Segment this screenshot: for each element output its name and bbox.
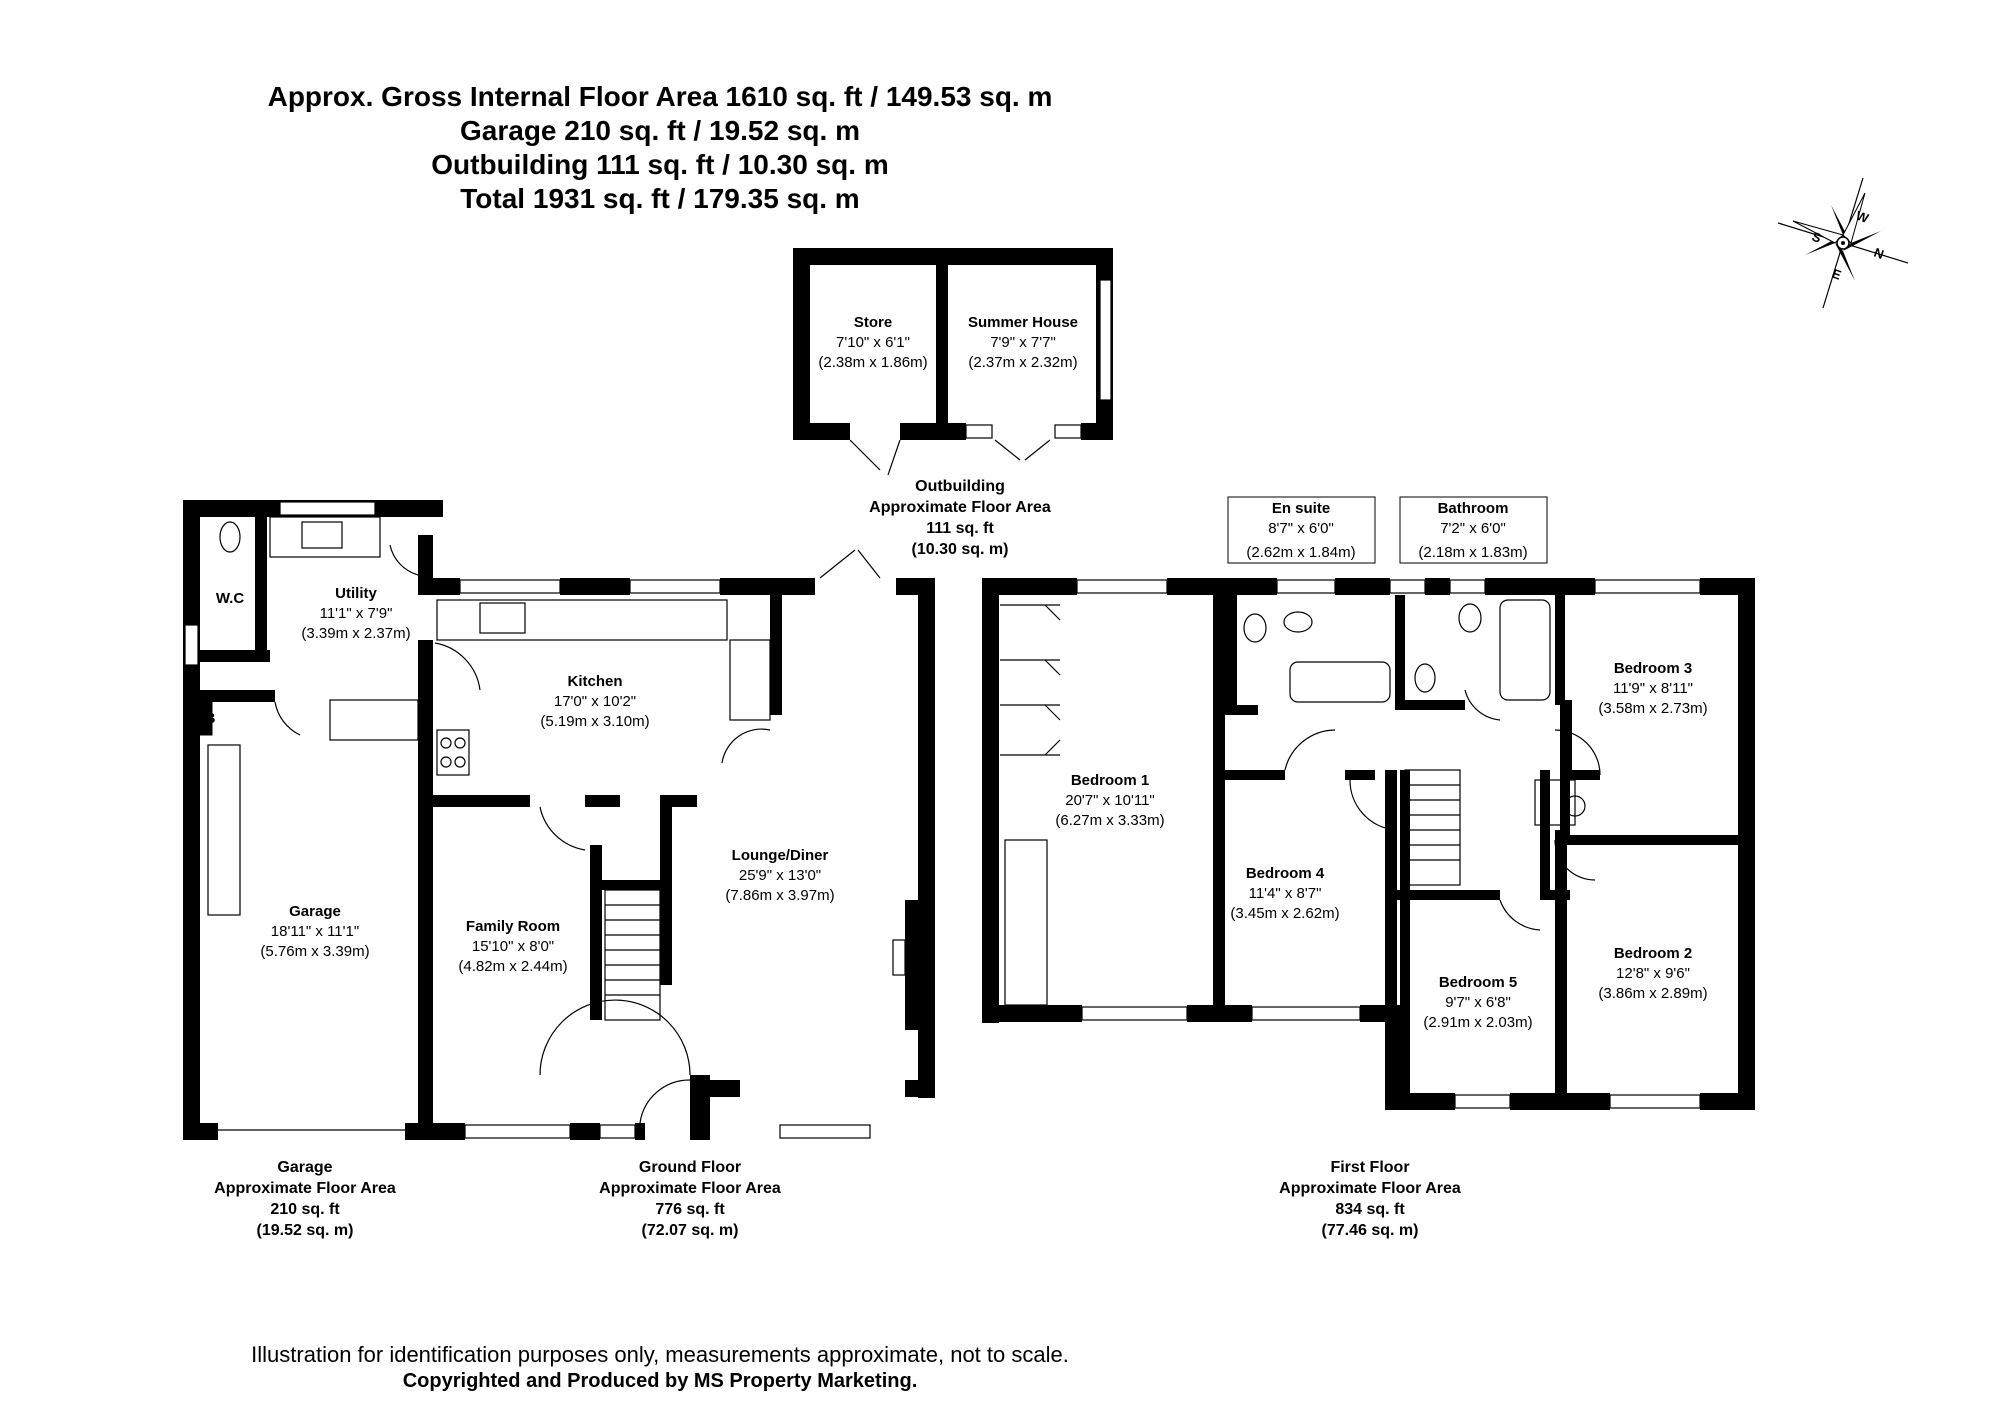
footer-disclaimer: Illustration for identification purposes…: [251, 1342, 1069, 1367]
room-en-suite-dim-metric: (2.62m x 1.84m): [1246, 544, 1355, 561]
room-family-room-dim-imperial: 15'10" x 8'0": [472, 938, 554, 955]
room-summer-house-name: Summer House: [968, 314, 1078, 331]
room-store-dim-metric: (2.38m x 1.86m): [818, 354, 927, 371]
area-outbuilding: Outbuilding Approximate Floor Area 111 s…: [869, 478, 1051, 558]
room-bedroom-1-name: Bedroom 1: [1071, 772, 1149, 789]
room-bathroom-dim-metric: (2.18m x 1.83m): [1418, 544, 1527, 561]
room-lounge-diner-dim-metric: (7.86m x 3.97m): [725, 887, 834, 904]
room-store-name: Store: [854, 314, 892, 331]
room-store-dim-imperial: 7'10" x 6'1": [836, 334, 910, 351]
room-bedroom-5-dim-imperial: 9'7" x 6'8": [1445, 994, 1511, 1011]
room-en-suite-name: En suite: [1272, 500, 1330, 517]
room-utility: Utility 11'1" x 7'9" (3.39m x 2.37m): [301, 585, 410, 642]
header-grand-total: Total 1931 sq. ft / 179.35 sq. m: [460, 183, 860, 214]
room-bedroom-1-dim-imperial: 20'7" x 10'11": [1065, 792, 1155, 809]
room-bedroom-2-name: Bedroom 2: [1614, 945, 1692, 962]
area-garage: Garage Approximate Floor Area 210 sq. ft…: [214, 1159, 396, 1239]
room-bedroom-5-name: Bedroom 5: [1439, 974, 1517, 991]
area-ground-floor-title: Ground Floor: [639, 1159, 741, 1176]
header-total-area: Approx. Gross Internal Floor Area 1610 s…: [267, 81, 1053, 112]
room-boiler-name: B: [205, 710, 216, 727]
area-ground-floor-sqft: 776 sq. ft: [655, 1201, 725, 1218]
room-lounge-diner-name: Lounge/Diner: [732, 847, 829, 864]
area-garage-sqft: 210 sq. ft: [270, 1201, 340, 1218]
room-kitchen-dim-metric: (5.19m x 3.10m): [540, 713, 649, 730]
room-bedroom-2-dim-metric: (3.86m x 2.89m): [1598, 985, 1707, 1002]
room-bedroom-3-dim-metric: (3.58m x 2.73m): [1598, 700, 1707, 717]
area-outbuilding-label: Approximate Floor Area: [869, 499, 1051, 516]
compass-n-label: N: [1872, 245, 1886, 262]
compass-icon: W S N E: [1777, 177, 1909, 309]
area-first-floor-label: Approximate Floor Area: [1279, 1180, 1461, 1197]
room-bedroom-4: Bedroom 4 11'4" x 8'7" (3.45m x 2.62m): [1230, 865, 1339, 922]
room-garage: Garage 18'11" x 11'1" (5.76m x 3.39m): [260, 903, 369, 960]
room-bedroom-1-dim-metric: (6.27m x 3.33m): [1055, 812, 1164, 829]
footer-credit: Copyrighted and Produced by MS Property …: [402, 1370, 918, 1392]
room-bedroom-4-dim-metric: (3.45m x 2.62m): [1230, 905, 1339, 922]
room-bedroom-2-dim-imperial: 12'8" x 9'6": [1616, 965, 1690, 982]
area-outbuilding-sqm: (10.30 sq. m): [912, 541, 1009, 558]
room-store: Store 7'10" x 6'1" (2.38m x 1.86m): [818, 314, 927, 371]
area-garage-label: Approximate Floor Area: [214, 1180, 396, 1197]
room-bedroom-5: Bedroom 5 9'7" x 6'8" (2.91m x 2.03m): [1423, 974, 1532, 1031]
area-first-floor-sqm: (77.46 sq. m): [1322, 1222, 1419, 1239]
room-garage-dim-metric: (5.76m x 3.39m): [260, 943, 369, 960]
outbuilding-plan: [793, 248, 1113, 476]
room-summer-house-dim-imperial: 7'9" x 7'7": [990, 334, 1056, 351]
room-bedroom-5-dim-metric: (2.91m x 2.03m): [1423, 1014, 1532, 1031]
room-bedroom-1: Bedroom 1 20'7" x 10'11" (6.27m x 3.33m): [1055, 772, 1164, 829]
room-wc-name: W.C: [216, 590, 244, 607]
room-kitchen: Kitchen 17'0" x 10'2" (5.19m x 3.10m): [540, 673, 649, 730]
area-first-floor: First Floor Approximate Floor Area 834 s…: [1279, 1159, 1461, 1239]
header-outbuilding-area: Outbuilding 111 sq. ft / 10.30 sq. m: [431, 149, 889, 180]
room-en-suite: En suite 8'7" x 6'0" (2.62m x 1.84m): [1227, 496, 1376, 564]
area-first-floor-title: First Floor: [1330, 1159, 1409, 1176]
room-utility-name: Utility: [335, 585, 377, 602]
compass-e-label: E: [1830, 266, 1844, 283]
room-lounge-diner-dim-imperial: 25'9" x 13'0": [739, 867, 821, 884]
area-ground-floor: Ground Floor Approximate Floor Area 776 …: [599, 1159, 781, 1239]
compass-w-label: W: [1854, 208, 1871, 227]
room-summer-house-dim-metric: (2.37m x 2.32m): [968, 354, 1077, 371]
room-family-room-name: Family Room: [466, 918, 560, 935]
room-bathroom: Bathroom 7'2" x 6'0" (2.18m x 1.83m): [1399, 496, 1548, 564]
room-bedroom-3: Bedroom 3 11'9" x 8'11" (3.58m x 2.73m): [1598, 660, 1707, 717]
area-ground-floor-label: Approximate Floor Area: [599, 1180, 781, 1197]
room-family-room: Family Room 15'10" x 8'0" (4.82m x 2.44m…: [458, 918, 567, 975]
area-outbuilding-title: Outbuilding: [915, 478, 1005, 495]
room-bathroom-dim-imperial: 7'2" x 6'0": [1440, 520, 1506, 537]
area-first-floor-sqft: 834 sq. ft: [1335, 1201, 1405, 1218]
room-bedroom-2: Bedroom 2 12'8" x 9'6" (3.86m x 2.89m): [1598, 945, 1707, 1002]
area-garage-sqm: (19.52 sq. m): [257, 1222, 354, 1239]
header-garage-area: Garage 210 sq. ft / 19.52 sq. m: [460, 115, 860, 146]
room-garage-dim-imperial: 18'11" x 11'1": [271, 923, 359, 940]
area-ground-floor-sqm: (72.07 sq. m): [642, 1222, 739, 1239]
first-floor-plan: [982, 578, 1755, 1110]
room-family-room-dim-metric: (4.82m x 2.44m): [458, 958, 567, 975]
room-garage-name: Garage: [289, 903, 341, 920]
ground-floor-plan: [183, 500, 935, 1140]
room-lounge-diner: Lounge/Diner 25'9" x 13'0" (7.86m x 3.97…: [725, 847, 834, 904]
room-bedroom-3-name: Bedroom 3: [1614, 660, 1692, 677]
room-utility-dim-metric: (3.39m x 2.37m): [301, 625, 410, 642]
room-kitchen-dim-imperial: 17'0" x 10'2": [554, 693, 636, 710]
room-bedroom-4-dim-imperial: 11'4" x 8'7": [1249, 885, 1322, 902]
area-outbuilding-sqft: 111 sq. ft: [926, 520, 994, 537]
room-bathroom-name: Bathroom: [1438, 500, 1509, 517]
room-bedroom-4-name: Bedroom 4: [1246, 865, 1325, 882]
room-kitchen-name: Kitchen: [567, 673, 622, 690]
area-garage-title: Garage: [277, 1159, 332, 1176]
room-bedroom-3-dim-imperial: 11'9" x 8'11": [1613, 680, 1693, 697]
room-en-suite-dim-imperial: 8'7" x 6'0": [1268, 520, 1334, 537]
room-summer-house: Summer House 7'9" x 7'7" (2.37m x 2.32m): [968, 314, 1078, 371]
room-utility-dim-imperial: 11'1" x 7'9": [320, 605, 393, 622]
